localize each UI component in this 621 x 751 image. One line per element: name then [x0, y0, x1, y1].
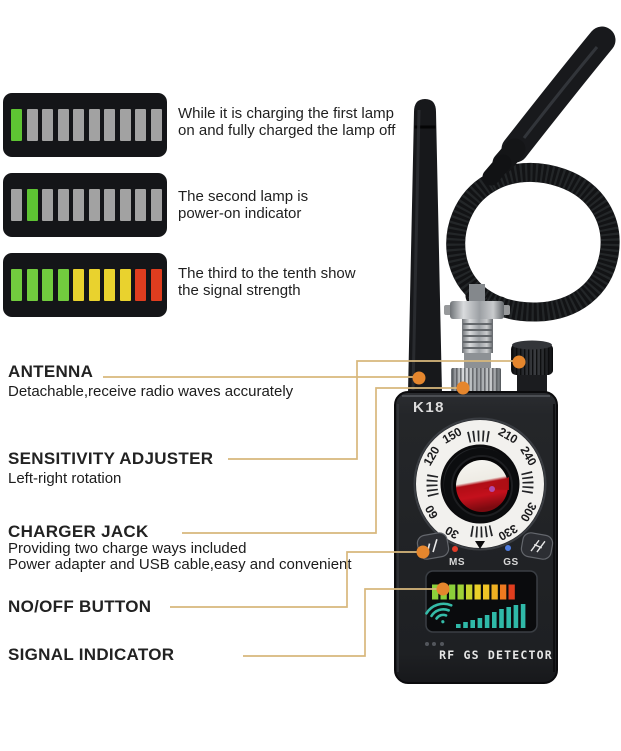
led-segment [88, 269, 100, 301]
antenna-marker-dot [412, 371, 426, 385]
led-segment [135, 189, 146, 221]
gs-label: GS [503, 557, 518, 568]
screw-dot [440, 642, 444, 646]
led-segment [135, 109, 146, 141]
callout-sensitivity-adjuster: SENSITIVITY ADJUSTER [8, 449, 214, 468]
led-segment [73, 269, 84, 301]
gs-led [505, 545, 511, 551]
dial-number: 30 [442, 523, 461, 542]
led-segment [57, 109, 69, 141]
led-segment [11, 109, 22, 141]
lens-viewfinder [444, 448, 518, 522]
led-segment [42, 189, 53, 221]
ms-led [452, 546, 458, 552]
led-segment [11, 269, 22, 301]
led-segment [88, 109, 100, 141]
signal-display [425, 570, 538, 633]
led-segment [11, 189, 22, 221]
signal-leader [243, 588, 443, 657]
antenna-signal-icon [530, 539, 546, 553]
led-segment [150, 269, 162, 301]
callout-charger-jack: CHARGER JACK [8, 522, 149, 541]
led-segment [42, 269, 53, 301]
power-indicator-caption: The second lamp is power-on indicator [178, 188, 309, 222]
display-caption: RF GS DETECTOR [439, 648, 553, 662]
led-segment [104, 109, 115, 141]
callout-signal-indicator: SIGNAL INDICATOR [8, 645, 175, 664]
no-off-marker-dot [416, 545, 430, 559]
screw-dot [425, 642, 429, 646]
led-segment [119, 269, 131, 301]
led-segment [104, 189, 115, 221]
led-segment [26, 109, 38, 141]
signal-marker-dot [436, 582, 450, 596]
led-segment [26, 269, 38, 301]
ms-label: MS [449, 557, 465, 568]
power-indicator-image [3, 173, 167, 237]
signal-strength-caption: The third to the tenth show the signal s… [178, 265, 356, 299]
charger-leader [182, 387, 463, 534]
led-segment [26, 189, 38, 221]
callout-charger-desc-2: Power adapter and USB cable,easy and con… [8, 556, 352, 573]
dial-number: 60 [422, 502, 441, 521]
caption-line: The second lamp is [178, 188, 309, 205]
led-segment [135, 269, 146, 301]
caption-line: While it is charging the first lamp [178, 105, 394, 122]
led-segment [150, 189, 162, 221]
charging-indicator-image [3, 93, 167, 157]
signal-strength-image [3, 253, 167, 317]
sensitivity-marker-dot [512, 355, 526, 369]
led-segment [150, 109, 162, 141]
led-segment [73, 109, 84, 141]
led-segment [57, 189, 69, 221]
caption-line: the signal strength [178, 281, 301, 299]
callout-charger-desc-1: Providing two charge ways included [8, 540, 247, 557]
caption-line: on and fully charged the lamp off [178, 121, 396, 139]
led-segment [104, 269, 115, 301]
led-segment [73, 189, 84, 221]
rising-signal-bars [456, 604, 526, 628]
screw-dot [432, 642, 436, 646]
callout-no-off-button: NO/OFF BUTTON [8, 597, 152, 616]
led-segment [88, 189, 100, 221]
marker-dots [412, 355, 526, 596]
caption-line: power-on indicator [178, 204, 302, 222]
model-label: K18 [413, 399, 445, 416]
wifi-signal-icon [425, 602, 453, 624]
right-function-button [520, 532, 554, 560]
frequency-dial: 30 60 120 150 210 240 300 330 [413, 417, 547, 551]
callout-antenna: ANTENNA [8, 362, 94, 381]
dial-pointer [475, 541, 485, 549]
callout-antenna-desc: Detachable,receive radio waves accuratel… [8, 383, 294, 400]
leader-lines [103, 360, 519, 657]
no-off-leader [170, 551, 423, 608]
charging-indicator-caption: While it is charging the first lamp on a… [178, 105, 396, 139]
caption-line: The third to the tenth show [178, 265, 356, 282]
sensitivity-leader [228, 360, 519, 460]
callout-sensitivity-desc: Left-right rotation [8, 470, 122, 487]
led-segment [119, 109, 131, 141]
lens-glint [489, 486, 495, 492]
led-segment [42, 109, 53, 141]
charger-marker-dot [456, 381, 470, 395]
led-segment [57, 269, 69, 301]
straight-antenna [408, 99, 442, 393]
led-segment [119, 189, 131, 221]
flexible-antenna [446, 26, 620, 322]
